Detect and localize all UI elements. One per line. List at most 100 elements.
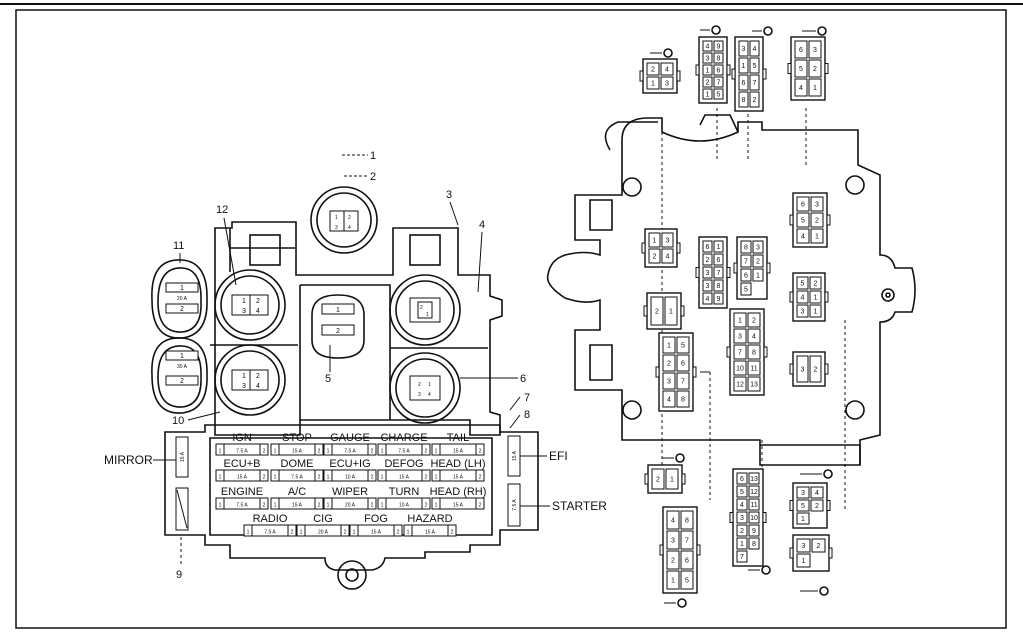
- connector-pin: 5: [801, 503, 805, 510]
- connector-pin: 6: [706, 244, 710, 251]
- fuse-terminal-1: 1: [381, 503, 384, 509]
- callout-4: 4: [479, 219, 485, 231]
- connector-pin: 7: [738, 350, 742, 357]
- connector-pin: 4: [665, 67, 669, 74]
- fuse-body: [323, 469, 377, 482]
- fuse-name: FOG: [364, 513, 388, 525]
- connector-pin: 1: [742, 63, 746, 70]
- callout-8: 8: [524, 409, 530, 421]
- callout-6: 6: [520, 373, 526, 385]
- c10-pin3: 3: [242, 383, 246, 390]
- connector-pin: 4: [667, 397, 671, 404]
- connector-pin: 12: [750, 489, 758, 496]
- oval5-pin2: 2: [336, 328, 340, 335]
- connector-pin: 1: [717, 244, 721, 251]
- callouts: 1 2 3 4 5 6 7 8 9 10 11 12: [172, 150, 530, 581]
- fuse-name: WIPER: [332, 486, 368, 498]
- callout-2: 2: [370, 171, 376, 183]
- fuse-terminal-1: 1: [327, 449, 330, 455]
- fuse-terminal-1: 1: [435, 475, 438, 481]
- top-pin2: 2: [348, 215, 351, 221]
- connector-pin: 3: [706, 270, 710, 277]
- connector-pin: 6: [717, 68, 721, 75]
- connector-pin: 4: [740, 502, 744, 509]
- connector-pin: 8: [752, 541, 756, 548]
- connector-pin: 2: [815, 503, 819, 510]
- c12-pin1: 1: [242, 298, 246, 305]
- connector-pin: 1: [802, 558, 806, 565]
- relay11-rating: 20 A: [177, 296, 188, 302]
- fuse-terminal-1: 1: [407, 530, 410, 536]
- connector-pin: 4: [752, 334, 756, 341]
- fuse-name: STOP: [282, 432, 312, 444]
- connector-pin: 2: [653, 254, 657, 261]
- relay10-pin1: 1: [180, 353, 184, 360]
- fuse-rating: 15 A: [425, 530, 436, 536]
- fuse-body: [215, 443, 269, 456]
- connector-pin: 3: [802, 543, 806, 550]
- fuse-terminal-1: 1: [219, 503, 222, 509]
- connector-pin: 1: [669, 309, 673, 316]
- fuse-terminal-2: 2: [371, 503, 374, 509]
- connector-pin: 4: [799, 85, 803, 92]
- connector-pin: 12: [736, 382, 744, 389]
- fuse-terminal-2: 2: [425, 449, 428, 455]
- c6-pin3: 3: [418, 392, 421, 398]
- fuse-name: DEFOG: [384, 458, 423, 470]
- fuse-body: [323, 443, 377, 456]
- connector-pin: 2: [756, 259, 760, 266]
- fuse-terminal-1: 1: [219, 475, 222, 481]
- relay11-pin2: 2: [180, 306, 184, 313]
- c6-pin2: 2: [418, 382, 421, 388]
- fuse-terminal-1: 1: [435, 449, 438, 455]
- c10-pin1: 1: [242, 373, 246, 380]
- connector-pin: 8: [744, 245, 748, 252]
- c4-pin2: 2: [420, 305, 423, 311]
- connector-pin: 6: [717, 257, 721, 264]
- fuse-terminal-1: 1: [274, 503, 277, 509]
- fuse-body: [377, 443, 431, 456]
- connector-pin: 2: [815, 218, 819, 225]
- connector-pin: 7: [685, 538, 689, 545]
- fuse-rating: 10 A: [345, 475, 356, 481]
- junction-block-left: 1 20 A 2 1 30 A 2 1 2 3 4 1 2 3 4 1 2 3: [151, 186, 539, 590]
- side-fuse-mirror-rating: 15 A: [180, 451, 186, 462]
- fuse-terminal-2: 2: [371, 475, 374, 481]
- connector-pin: 6: [799, 47, 803, 54]
- fuse-name: GAUGE: [330, 432, 370, 444]
- connector-pin: 5: [801, 218, 805, 225]
- connector-pin: 2: [667, 361, 671, 368]
- connector-pin: 5: [801, 281, 805, 288]
- fuse-terminal-1: 1: [274, 475, 277, 481]
- c4-pin1: 1: [426, 312, 429, 318]
- fuse-terminal-1: 1: [327, 503, 330, 509]
- fuse-name: HAZARD: [407, 513, 452, 525]
- connector-pin: 3: [742, 46, 746, 53]
- fuse-rating: 20 A: [318, 530, 329, 536]
- connector-pin: 8: [717, 56, 721, 63]
- label-starter: STARTER: [552, 499, 607, 513]
- connector-pin: 2: [655, 309, 659, 316]
- fuse-body: [403, 524, 457, 537]
- connector-pin: 2: [752, 318, 756, 325]
- connector-pin: 5: [740, 489, 744, 496]
- top-pin3: 3: [335, 225, 338, 231]
- connector-pin: 9: [752, 528, 756, 535]
- fuse-body: [431, 443, 485, 456]
- fuse-rating: 7.5 A: [264, 530, 276, 536]
- fuse-terminal-2: 2: [371, 449, 374, 455]
- label-mirror: MIRROR: [104, 453, 153, 467]
